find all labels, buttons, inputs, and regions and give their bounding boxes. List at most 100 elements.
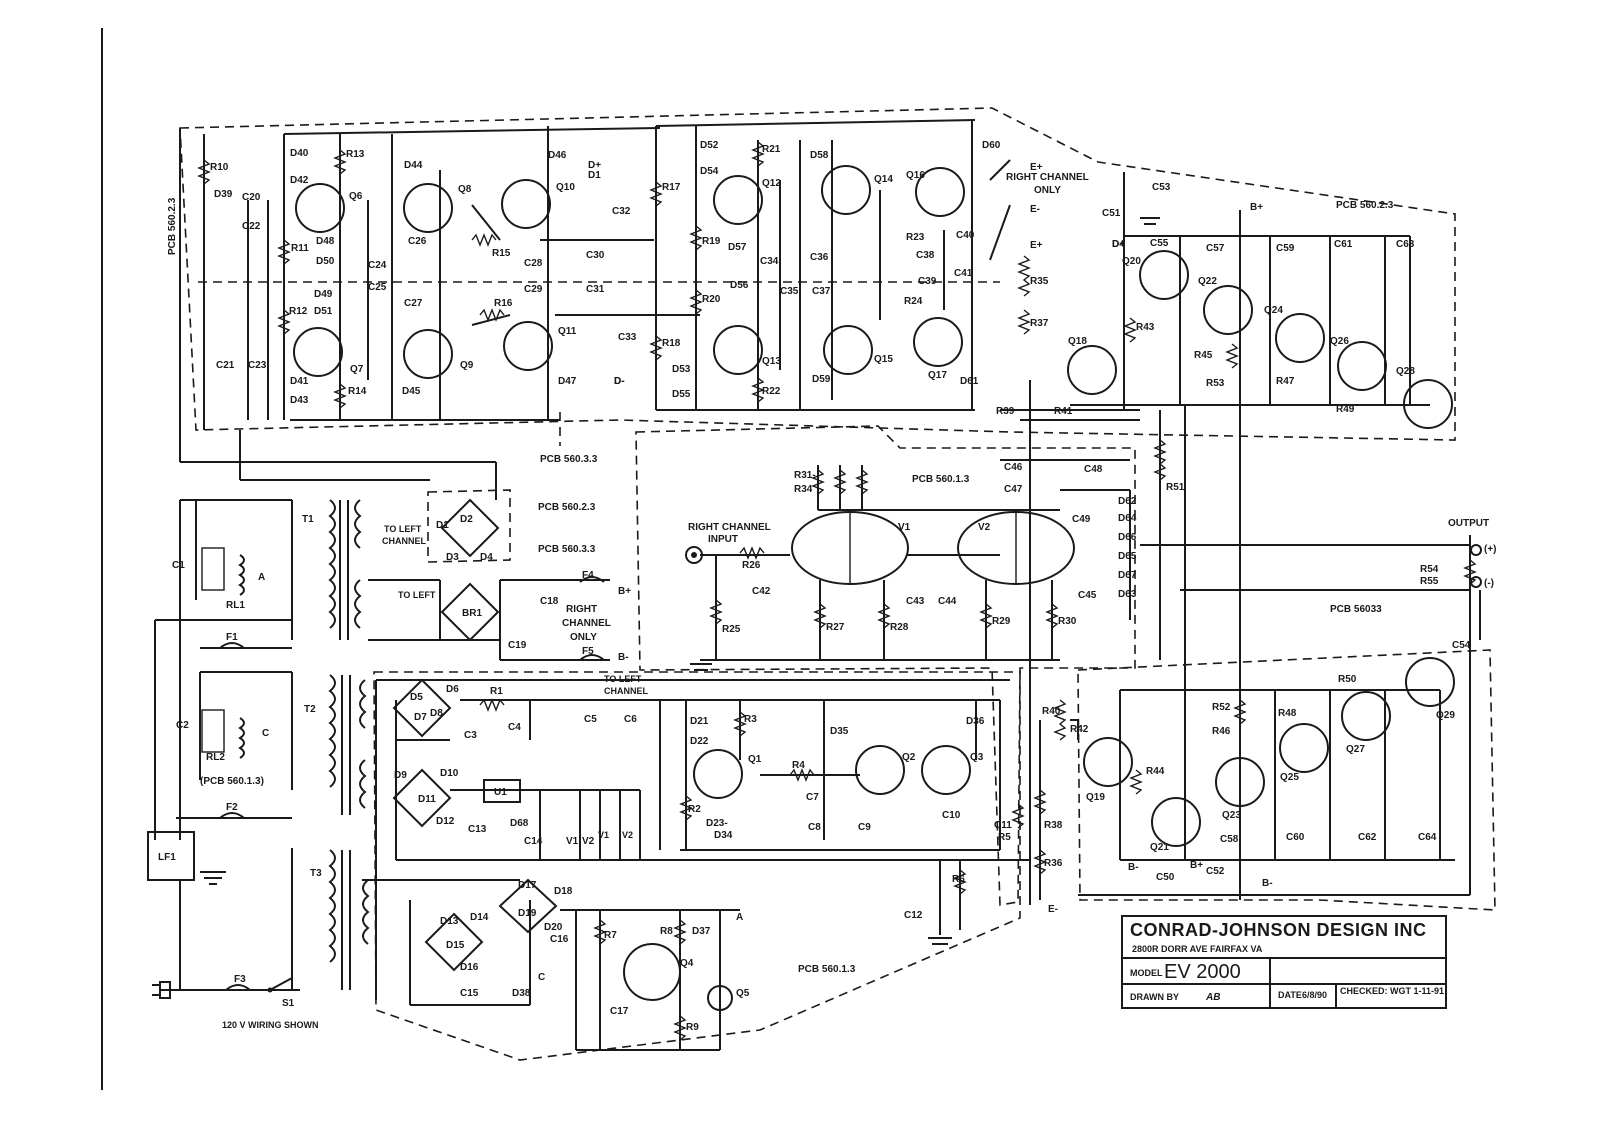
svg-text:R9: R9 bbox=[686, 1022, 699, 1033]
svg-text:R42: R42 bbox=[1070, 724, 1089, 735]
svg-text:D44: D44 bbox=[404, 160, 423, 171]
svg-text:V2: V2 bbox=[622, 830, 633, 840]
svg-text:Q19: Q19 bbox=[1086, 792, 1105, 803]
svg-text:Q23: Q23 bbox=[1222, 810, 1241, 821]
svg-text:R8: R8 bbox=[660, 926, 673, 937]
svg-text:C38: C38 bbox=[916, 250, 935, 261]
svg-text:C22: C22 bbox=[242, 221, 261, 232]
svg-text:D57: D57 bbox=[728, 242, 747, 253]
q29 bbox=[1405, 657, 1455, 707]
svg-text:Q3: Q3 bbox=[970, 752, 984, 763]
svg-text:C62: C62 bbox=[1358, 832, 1377, 843]
svg-text:Q20: Q20 bbox=[1122, 256, 1141, 267]
svg-text:D9: D9 bbox=[394, 770, 407, 781]
svg-text:D47: D47 bbox=[558, 376, 577, 387]
svg-text:C24: C24 bbox=[368, 260, 387, 271]
f1-label: F1 bbox=[226, 632, 238, 643]
svg-text:C25: C25 bbox=[368, 282, 387, 293]
svg-text:D42: D42 bbox=[290, 175, 309, 186]
transformer-t2 bbox=[328, 674, 367, 815]
q14 bbox=[821, 165, 871, 215]
q9 bbox=[403, 329, 453, 379]
svg-text:D38: D38 bbox=[512, 988, 531, 999]
svg-text:C44: C44 bbox=[938, 596, 957, 607]
q18 bbox=[1067, 345, 1117, 395]
svg-text:D12: D12 bbox=[436, 816, 455, 827]
svg-text:Q22: Q22 bbox=[1198, 276, 1217, 287]
relay-rl1 bbox=[201, 547, 225, 591]
svg-text:C63: C63 bbox=[1396, 239, 1415, 250]
svg-text:C31: C31 bbox=[586, 284, 605, 295]
svg-text:D37: D37 bbox=[692, 926, 711, 937]
right-channel-only-ps-3: ONLY bbox=[570, 632, 597, 643]
q2 bbox=[855, 745, 905, 795]
br1-label: BR1 bbox=[462, 608, 482, 619]
rail-b-minus: B- bbox=[1128, 862, 1139, 873]
svg-text:R6: R6 bbox=[952, 874, 965, 885]
svg-text:D40: D40 bbox=[290, 148, 309, 159]
svg-text:D45: D45 bbox=[402, 386, 421, 397]
q22 bbox=[1203, 285, 1253, 335]
svg-text:C6: C6 bbox=[624, 714, 637, 725]
q4 bbox=[623, 943, 681, 1001]
svg-text:Q11: Q11 bbox=[558, 326, 577, 337]
svg-text:Q2: Q2 bbox=[902, 752, 916, 763]
transformer-t1 bbox=[328, 499, 362, 640]
svg-text:C4: C4 bbox=[508, 722, 521, 733]
q10 bbox=[501, 179, 551, 229]
svg-text:R54: R54 bbox=[1420, 564, 1439, 575]
pcb-label-9: PCB 560.1.3 bbox=[798, 964, 856, 975]
t2-label: T2 bbox=[304, 704, 316, 715]
svg-text:V1: V1 bbox=[566, 836, 579, 847]
svg-text:D20: D20 bbox=[544, 922, 563, 933]
svg-text:D14: D14 bbox=[470, 912, 489, 923]
svg-text:C8: C8 bbox=[808, 822, 821, 833]
to-left-channel-3b: CHANNEL bbox=[604, 686, 649, 696]
svg-text:C1: C1 bbox=[172, 560, 185, 571]
svg-text:R4: R4 bbox=[792, 760, 805, 771]
q7 bbox=[293, 327, 343, 377]
output-label: OUTPUT bbox=[1448, 518, 1489, 529]
svg-text:D58: D58 bbox=[810, 150, 829, 161]
svg-text:D13: D13 bbox=[440, 916, 459, 927]
right-channel-only-ps: RIGHT bbox=[566, 604, 597, 615]
date-label: DATE bbox=[1278, 990, 1302, 1000]
svg-text:R22: R22 bbox=[762, 386, 781, 397]
svg-text:R3: R3 bbox=[744, 714, 757, 725]
svg-text:D1: D1 bbox=[436, 520, 449, 531]
svg-text:Q26: Q26 bbox=[1330, 336, 1349, 347]
svg-text:D23-: D23- bbox=[706, 818, 728, 829]
svg-text:C53: C53 bbox=[1152, 182, 1171, 193]
svg-text:C46: C46 bbox=[1004, 462, 1023, 473]
svg-text:D53: D53 bbox=[672, 364, 691, 375]
pcb-label-6: PCB 560.2.3 bbox=[1336, 200, 1394, 211]
t3-label: T3 bbox=[310, 868, 322, 879]
company-address: 2800R DORR AVE FAIRFAX VA bbox=[1132, 944, 1263, 954]
rail-b-minus-2: B- bbox=[618, 652, 629, 663]
q28 bbox=[1403, 379, 1453, 429]
svg-text:D61: D61 bbox=[960, 376, 979, 387]
svg-text:C39: C39 bbox=[918, 276, 937, 287]
pcb-label-8: (PCB 560.1.3) bbox=[200, 776, 264, 787]
svg-text:C64: C64 bbox=[1418, 832, 1437, 843]
rail-markers: E+ E- E+ E- B+ B- B+ B- B+ B- D+ D- D+ bbox=[588, 160, 1273, 915]
notes: 120 V WIRING SHOWN RIGHT CHANNEL INPUT R… bbox=[222, 172, 1497, 1030]
svg-text:C34: C34 bbox=[760, 256, 779, 267]
svg-text:R31-: R31- bbox=[794, 470, 816, 481]
svg-text:D-: D- bbox=[614, 376, 625, 387]
fuse-f3 bbox=[225, 984, 251, 991]
svg-text:Q16: Q16 bbox=[906, 170, 925, 181]
svg-text:C58: C58 bbox=[1220, 834, 1239, 845]
svg-text:D49: D49 bbox=[314, 289, 333, 300]
regulator-u1 bbox=[483, 779, 521, 803]
svg-text:Q14: Q14 bbox=[874, 174, 893, 185]
svg-text:C7: C7 bbox=[806, 792, 819, 803]
svg-text:D52: D52 bbox=[700, 140, 719, 151]
svg-text:C26: C26 bbox=[408, 236, 427, 247]
svg-text:C55: C55 bbox=[1150, 238, 1169, 249]
svg-text:D2: D2 bbox=[460, 514, 473, 525]
rl2-label: RL2 bbox=[206, 752, 225, 763]
pcb-label-4: PCB 560.2.3 bbox=[538, 502, 596, 513]
svg-text:V1: V1 bbox=[598, 830, 609, 840]
pcb-labels: PCB 560.2.3 PCB 560.3.3 PCB 560.1.3 PCB … bbox=[167, 197, 1394, 975]
